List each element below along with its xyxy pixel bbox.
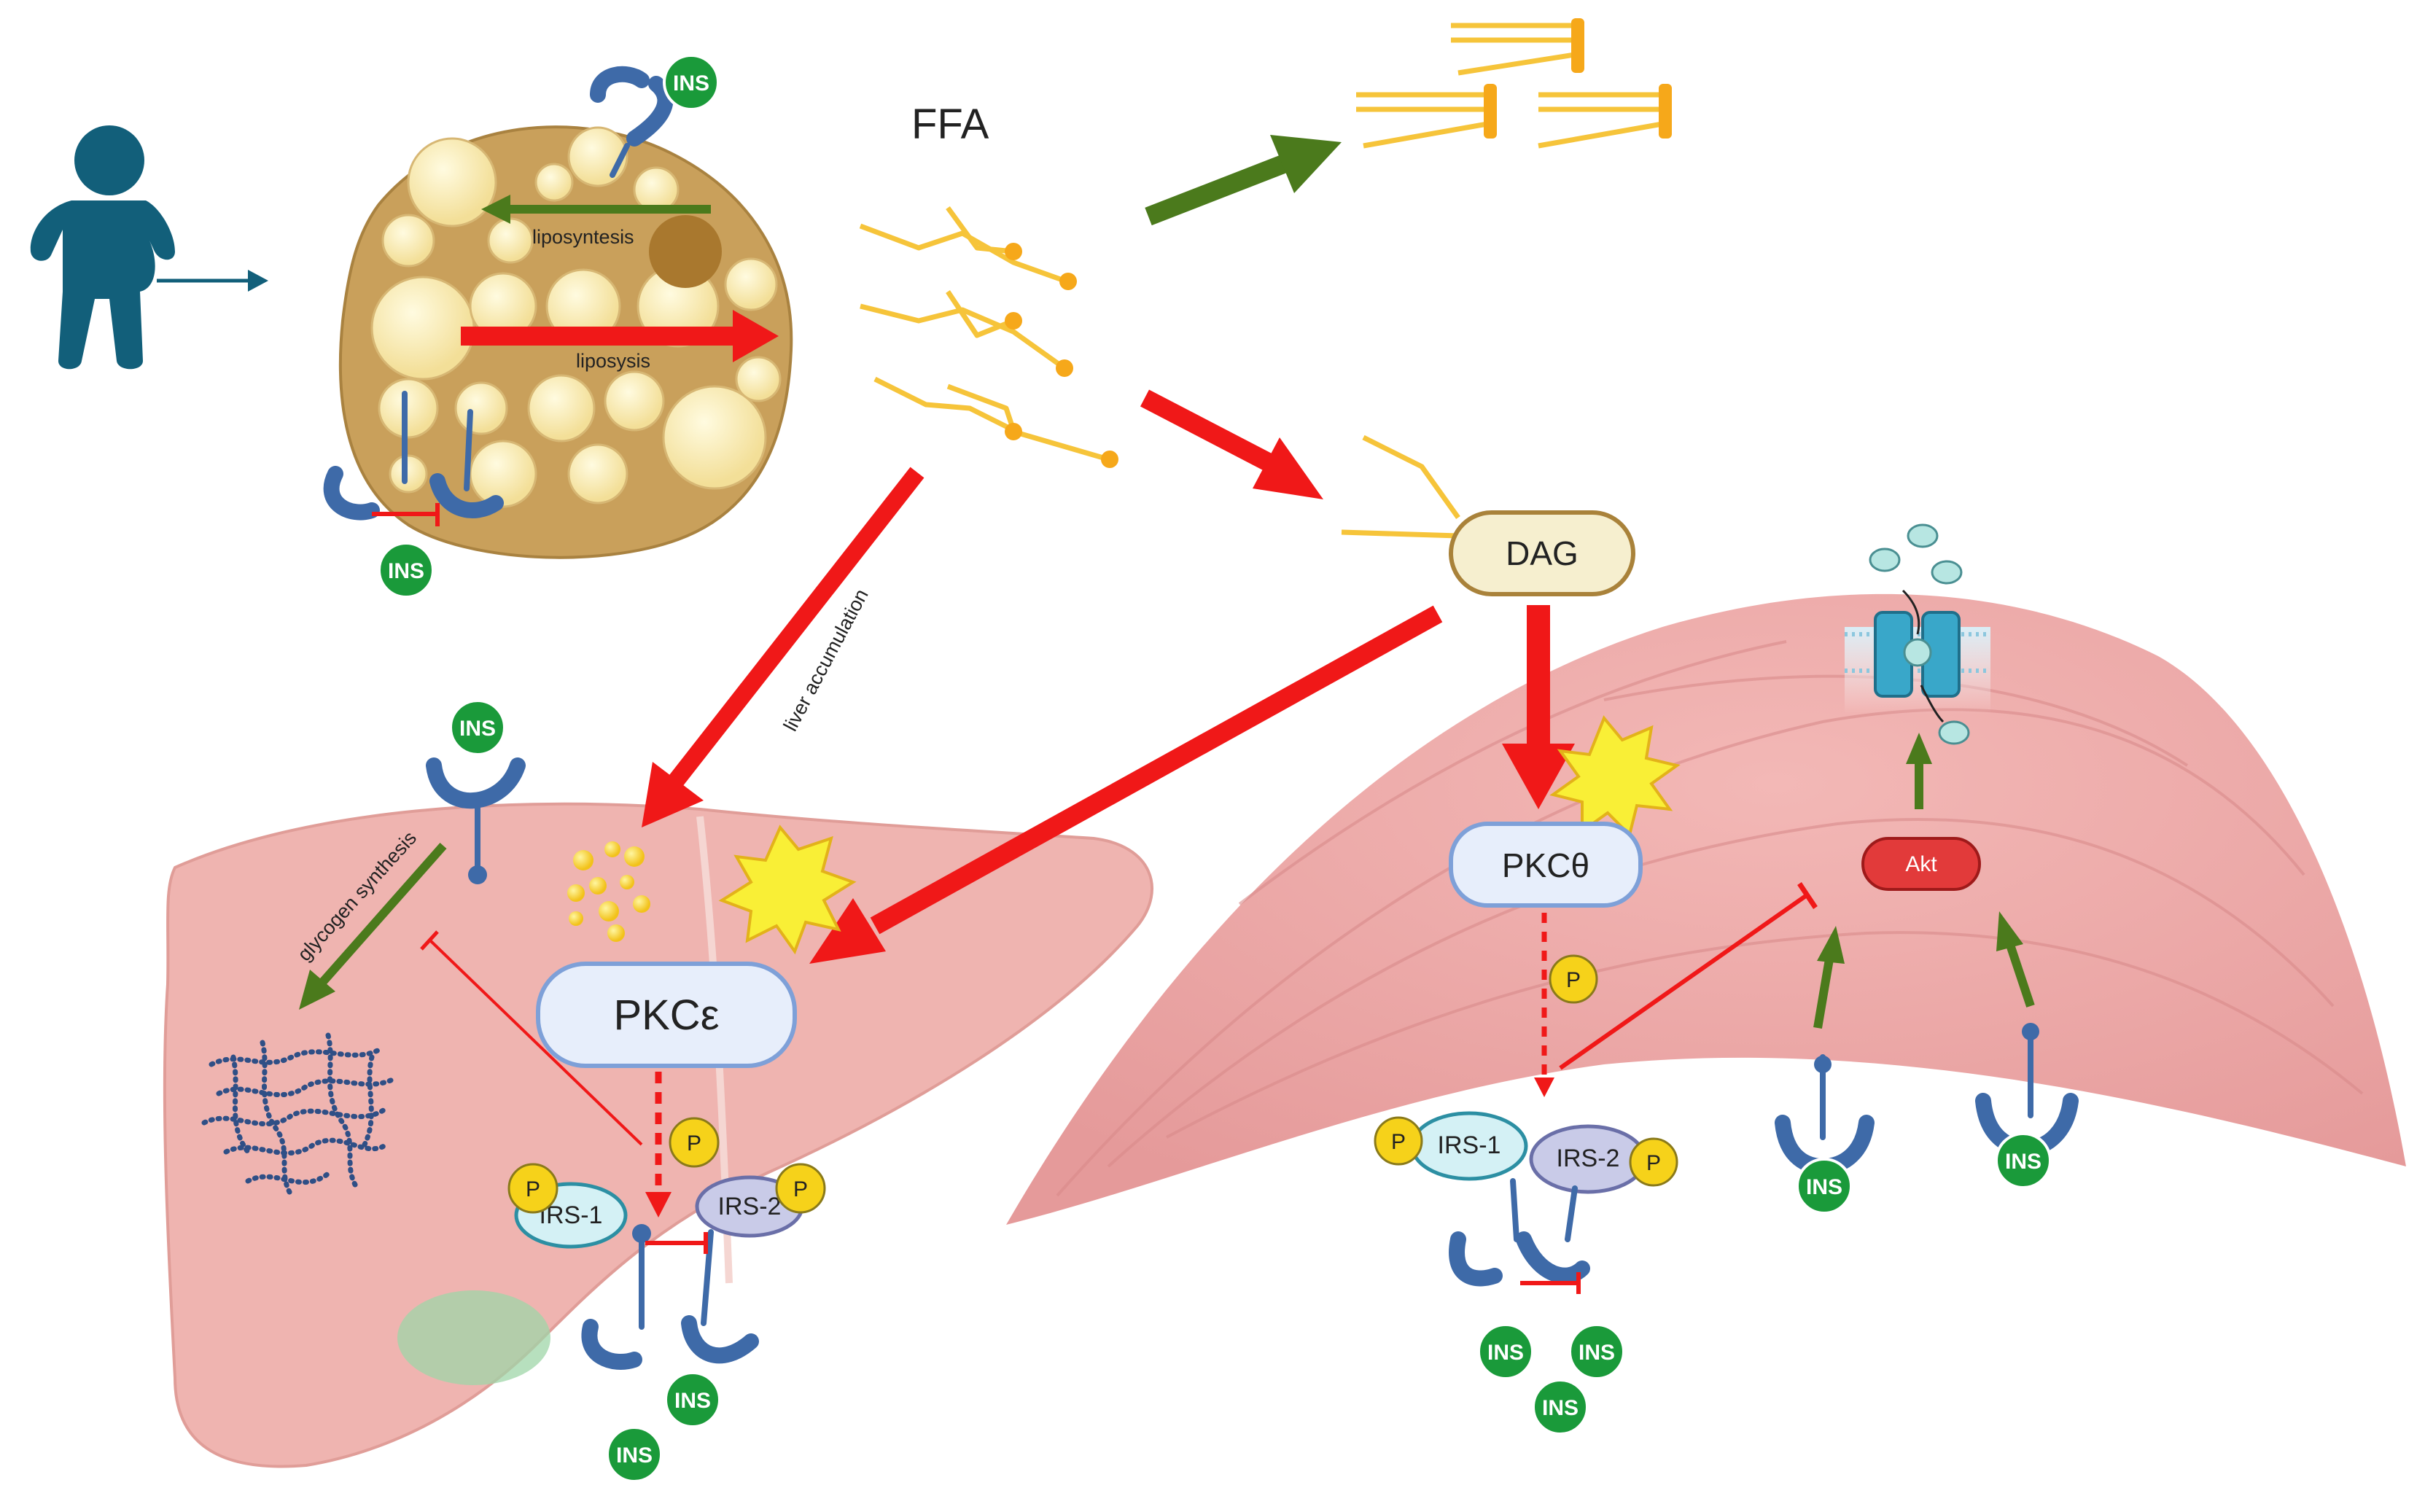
gallbladder [397, 1290, 550, 1385]
pkc-theta-node: PKCθ [1449, 822, 1643, 908]
liposysis-label: liposysis [576, 350, 650, 372]
insulin-receptor-icon [581, 1224, 759, 1370]
insulin-badge: INS [1532, 1379, 1589, 1435]
svg-text:INS: INS [1579, 1341, 1615, 1365]
phospho-badge: P [775, 1163, 826, 1214]
insulin-receptor-icon [323, 66, 674, 521]
phospho-badge: P [1549, 954, 1598, 1004]
svg-text:INS: INS [1806, 1175, 1842, 1199]
svg-text:P: P [793, 1177, 808, 1201]
svg-text:Akt: Akt [1905, 852, 1937, 876]
insulin-badge: INS [1477, 1323, 1534, 1380]
akt-to-glut-arrow [1906, 733, 1932, 809]
svg-text:PKCε: PKCε [613, 991, 719, 1039]
svg-text:P: P [526, 1177, 540, 1201]
phospho-badge: P [669, 1117, 720, 1168]
esterification-arrow [1145, 135, 1342, 226]
liver-accumulation-arrow [642, 467, 925, 827]
svg-text:INS: INS [1487, 1341, 1524, 1365]
liposyntesis-label: liposyntesis [532, 226, 634, 248]
liver-accumulation-label: liver accumulation [779, 585, 873, 735]
phospho-badge: P [1374, 1116, 1423, 1166]
dag-node: DAG [1449, 510, 1635, 596]
pkc-epsilon-node: PKCε [536, 962, 797, 1068]
irs-2-node: IRS-2 [1529, 1124, 1647, 1194]
insulin-badge: INS [1796, 1158, 1853, 1215]
activation-burst-icon [718, 825, 857, 955]
glycogen-inhibition [429, 939, 643, 1146]
svg-text:INS: INS [616, 1443, 653, 1468]
ffa-label: FFA [911, 101, 989, 148]
insulin-badge: INS [606, 1426, 663, 1483]
insulin-badge: INS [1995, 1132, 2052, 1189]
insulin-badge: INS [449, 699, 506, 756]
akt-node: Akt [1861, 837, 1981, 891]
dag-to-pkctheta-arrow [1502, 605, 1575, 809]
glycogen-synthesis-arrow [299, 843, 447, 1010]
insulin-badge: INS [1568, 1323, 1625, 1380]
insulin-badge: INS [664, 1371, 721, 1428]
svg-text:INS: INS [2005, 1150, 2041, 1174]
glucose-transporter-icon [1845, 589, 1990, 723]
person-icon [30, 125, 268, 370]
svg-text:P: P [687, 1131, 701, 1156]
muscle-tissue-icon [1006, 593, 2406, 1225]
receptor-to-akt-arrow [1996, 911, 2035, 1008]
lipid-droplet-icon [567, 841, 650, 942]
svg-text:DAG: DAG [1506, 534, 1579, 572]
insulin-badge: INS [663, 54, 720, 111]
fatty-acid-heads [1005, 243, 1118, 468]
receptor-to-akt-arrow [1813, 926, 1845, 1029]
svg-text:IRS-2: IRS-2 [718, 1193, 782, 1220]
phospho-badge: P [507, 1163, 558, 1214]
svg-text:INS: INS [673, 71, 709, 96]
ffa-to-dag-arrow [1140, 389, 1323, 499]
dag-to-pkce-arrow [809, 605, 1443, 964]
insulin-receptor-icon [1449, 1178, 1590, 1287]
liposysis-arrow [461, 310, 779, 362]
svg-text:P: P [1566, 968, 1581, 992]
phospho-badge: P [1629, 1137, 1678, 1187]
svg-text:P: P [1391, 1130, 1406, 1154]
insulin-receptor-icon [426, 757, 526, 884]
svg-text:PKCθ: PKCθ [1502, 846, 1589, 884]
svg-text:INS: INS [1542, 1396, 1579, 1420]
dag-tails [1341, 434, 1460, 539]
triglyceride-icon [1356, 18, 1672, 149]
liposyntesis-arrow [481, 195, 711, 224]
insulin-badge: INS [378, 542, 435, 599]
irs-akt-inhibition [1559, 893, 1808, 1070]
svg-text:P: P [1646, 1151, 1661, 1175]
svg-text:INS: INS [674, 1389, 711, 1413]
svg-text:INS: INS [388, 559, 424, 583]
svg-text:INS: INS [459, 717, 496, 741]
glycogen-icon [201, 1032, 397, 1199]
irs-1-node: IRS-1 [1410, 1111, 1528, 1181]
glucose-molecules [1869, 523, 1970, 745]
fatty-acid-icon [859, 206, 1109, 462]
svg-text:IRS-2: IRS-2 [1557, 1145, 1620, 1172]
svg-text:IRS-1: IRS-1 [1438, 1131, 1501, 1159]
